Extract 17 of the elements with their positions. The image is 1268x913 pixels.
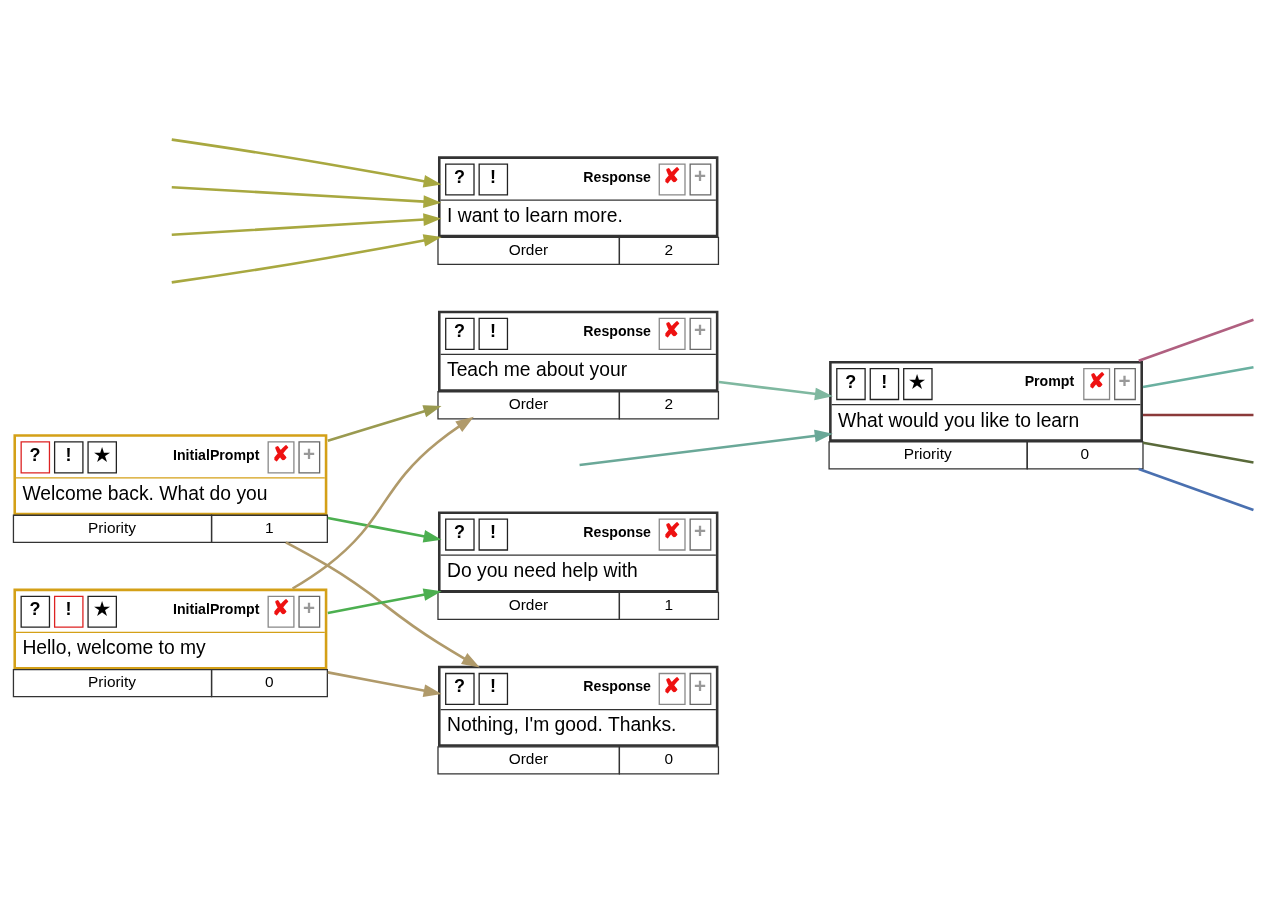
arrow — [171, 138, 442, 188]
connector — [1142, 441, 1254, 464]
arrow — [327, 405, 442, 442]
connector — [1142, 366, 1254, 389]
arrow — [579, 429, 833, 467]
connector — [1138, 318, 1254, 362]
connector — [1143, 413, 1254, 417]
connector — [1138, 467, 1254, 512]
arrow — [171, 213, 442, 237]
arrow — [327, 671, 442, 697]
arrow — [327, 588, 442, 615]
arrow — [291, 416, 474, 590]
arrow — [171, 185, 442, 208]
arrow — [285, 541, 480, 668]
arrow — [718, 380, 833, 401]
arrow — [171, 234, 442, 284]
arrow — [327, 516, 442, 543]
